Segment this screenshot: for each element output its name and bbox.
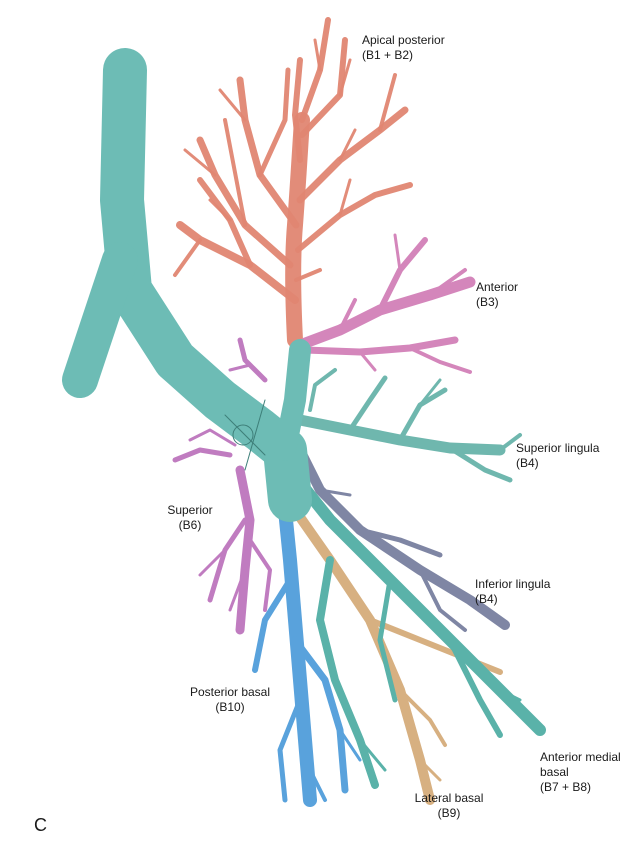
label-superior-line1: Superior bbox=[167, 503, 213, 517]
label-lateral-basal: Lateral basal (B9) bbox=[404, 791, 494, 821]
label-anterior-medial-basal: Anterior medial basal (B7 + B8) bbox=[540, 750, 621, 795]
label-posterior-basal-line1: Posterior basal bbox=[189, 685, 271, 699]
carina-detail bbox=[224, 399, 266, 471]
label-anterior-line1: Anterior bbox=[476, 280, 519, 294]
label-posterior-basal: Posterior basal (B10) bbox=[180, 685, 280, 715]
label-superior-line2: (B6) bbox=[178, 518, 202, 532]
label-apical-posterior-line1: Apical posterior bbox=[362, 33, 445, 47]
label-anterior-medial-basal-line1: Anterior medial bbox=[540, 750, 621, 764]
label-superior-lingula-line1: Superior lingula bbox=[516, 441, 600, 455]
label-inferior-lingula-line2: (B4) bbox=[475, 592, 498, 606]
anterior-segment bbox=[294, 233, 476, 374]
label-apical-posterior-line2: (B1 + B2) bbox=[362, 48, 414, 62]
label-anterior-line2: (B3) bbox=[476, 295, 499, 309]
panel-letter: C bbox=[34, 815, 47, 835]
superior-segment bbox=[172, 337, 272, 635]
label-anterior-medial-basal-line2: basal bbox=[540, 765, 569, 779]
label-inferior-lingula-line1: Inferior lingula bbox=[475, 577, 551, 591]
anterior-medial-basal-segment bbox=[284, 464, 546, 789]
apical-posterior-segment bbox=[173, 17, 413, 348]
inferior-lingula-segment bbox=[290, 435, 510, 632]
label-superior-lingula: Superior lingula (B4) bbox=[516, 441, 599, 471]
label-anterior-medial-basal-line3: (B7 + B8) bbox=[540, 780, 592, 794]
label-lateral-basal-line2: (B9) bbox=[437, 806, 461, 820]
label-lateral-basal-line1: Lateral basal bbox=[414, 791, 484, 805]
label-apical-posterior: Apical posterior (B1 + B2) bbox=[362, 33, 445, 63]
label-anterior: Anterior (B3) bbox=[476, 280, 518, 310]
superior-lingula-segment bbox=[294, 368, 522, 483]
posterior-basal-segment bbox=[252, 503, 362, 807]
label-superior-lingula-line2: (B4) bbox=[516, 456, 539, 470]
label-superior: Superior (B6) bbox=[160, 503, 220, 533]
label-posterior-basal-line2: (B10) bbox=[215, 700, 245, 714]
label-inferior-lingula: Inferior lingula (B4) bbox=[475, 577, 550, 607]
main-bronchus bbox=[62, 48, 312, 522]
